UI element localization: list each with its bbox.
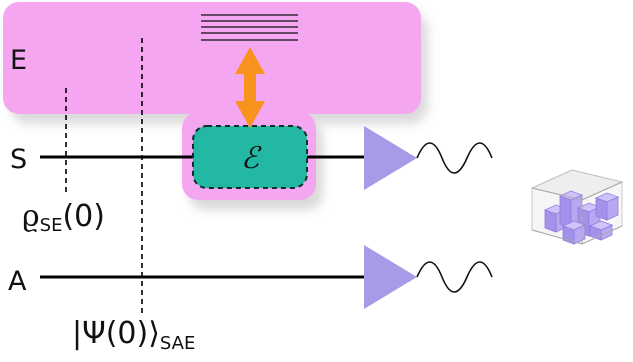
ancilla-label: A <box>8 266 27 297</box>
detector-triangle-icon <box>364 126 417 190</box>
psi-label: |Ψ(0)⟩SAE <box>72 316 195 354</box>
cube-histogram-icon <box>530 169 624 245</box>
rho-label: ϱSE(0) <box>22 199 105 236</box>
sine-wave-icon <box>416 261 493 293</box>
system-label: S <box>10 144 27 175</box>
energy-levels-icon <box>201 14 298 41</box>
channel-box <box>192 125 308 189</box>
channel-label: ℰ <box>241 141 262 176</box>
environment-box <box>3 2 421 114</box>
system-detector <box>364 126 493 190</box>
psi-symbol: |Ψ(0)⟩ <box>72 316 160 351</box>
ancilla-detector <box>364 245 493 309</box>
double-arrow-icon <box>235 47 265 128</box>
rho-subscript: SE <box>40 215 63 236</box>
sine-wave-icon <box>416 142 493 174</box>
detector-triangle-icon <box>364 245 417 309</box>
rho-symbol: ϱ <box>22 199 40 234</box>
psi-subscript: SAE <box>160 333 195 354</box>
rho-argument: (0) <box>62 199 105 234</box>
environment-label: E <box>10 45 27 76</box>
